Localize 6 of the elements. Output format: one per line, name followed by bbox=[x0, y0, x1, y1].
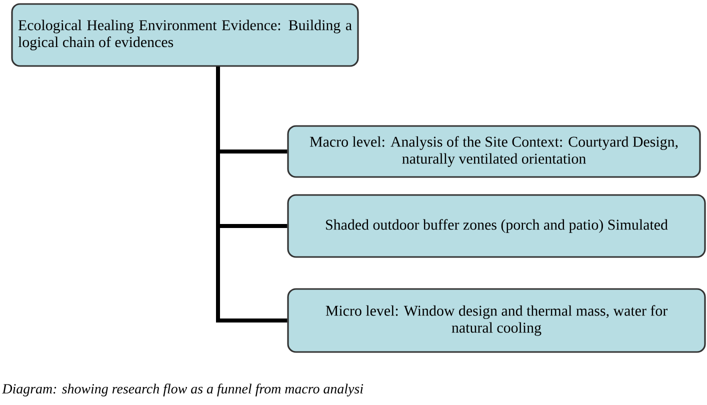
text-box: Ecological Healing Environment Evidence: Building a logical chain of evidences bbox=[11, 3, 359, 67]
text-box: Shaded outdoor buffer zones (porch and patio) Simulated bbox=[287, 194, 706, 258]
connector-line bbox=[216, 66, 288, 322]
caption: Diagram: showing research flow as a funnel from macro analysi bbox=[2, 384, 364, 396]
text-box: Macro level: Analysis of the Site Context: Courtyard Design, naturally ventilated orientation bbox=[287, 125, 701, 178]
text-box: Micro level: Window design and thermal mass, water for natural cooling bbox=[287, 288, 706, 353]
